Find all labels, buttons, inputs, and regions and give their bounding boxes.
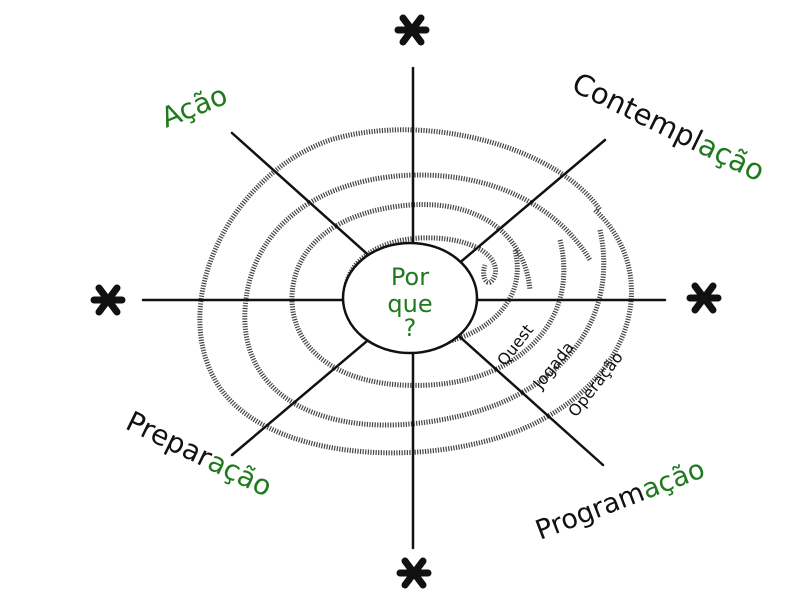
center-label-que: que [387, 290, 432, 318]
ring-label-jogada: Jogada [529, 338, 578, 393]
label-acao: Ação [156, 78, 232, 134]
label-contemplacao: Contemplação [567, 66, 770, 188]
spiral-ring-2 [242, 172, 607, 428]
ring-label-operacao: Operação [564, 348, 627, 421]
center-label-question-mark: ? [404, 314, 417, 342]
marker-star-left [90, 284, 126, 316]
label-programacao: Programação [531, 454, 709, 547]
center-label-por: Por [391, 263, 429, 291]
marker-star-top [394, 14, 430, 46]
marker-star-right [686, 282, 722, 314]
spiral-ring-outer [197, 127, 634, 456]
marker-star-bottom [396, 557, 432, 589]
center-circle [341, 241, 479, 355]
spiral-ring-3 [289, 202, 567, 388]
